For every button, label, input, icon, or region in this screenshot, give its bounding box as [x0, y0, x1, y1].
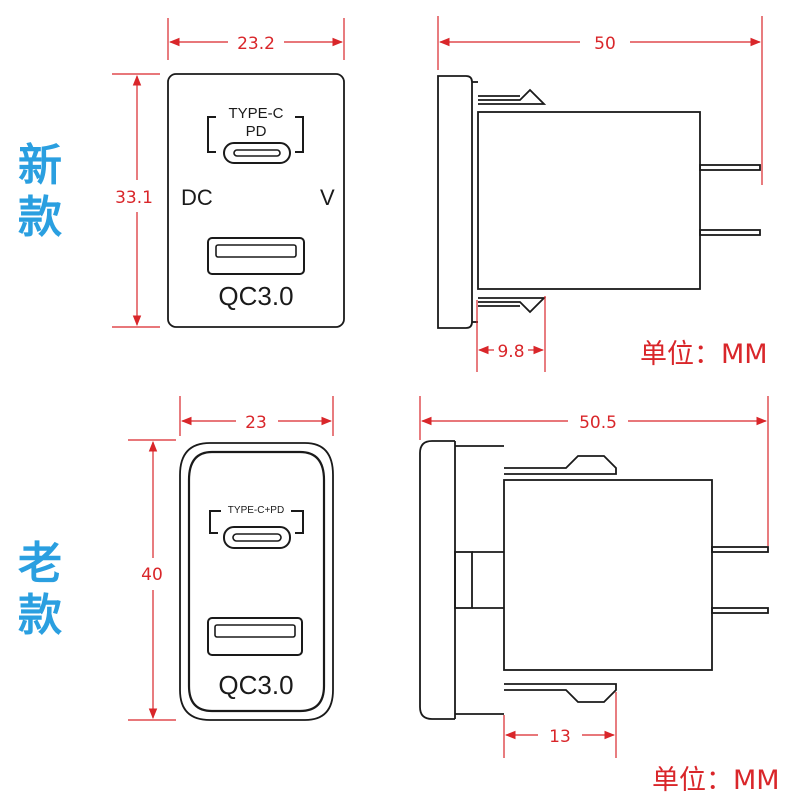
- old-usb-a-port-icon: [207, 617, 303, 656]
- new-side-dimensions: 50 9.8: [437, 16, 763, 372]
- old-typec-pd-label: TYPE-C+PD: [228, 505, 284, 516]
- old-height-dimension: 40: [141, 565, 163, 585]
- old-model-label: 老 款: [18, 538, 62, 641]
- new-usb-c-port-icon: [233, 149, 281, 157]
- new-qc-label: QC3.0: [218, 281, 293, 311]
- new-front-view: TYPE-C PD DC V QC3.0: [167, 73, 345, 328]
- old-unit-label: 单位：MM: [652, 765, 780, 796]
- old-front-dimensions: 23 40: [128, 396, 334, 721]
- old-length-dimension: 50.5: [579, 413, 617, 433]
- old-side-view: [419, 440, 769, 720]
- new-dc-label: DC: [181, 185, 213, 210]
- old-clip-dimension: 13: [549, 727, 571, 747]
- new-usb-a-port-icon: [207, 237, 305, 275]
- new-unit-label: 单位：MM: [640, 339, 768, 370]
- new-length-dimension: 50: [594, 34, 616, 54]
- old-front-view: TYPE-C+PD QC3.0: [179, 442, 334, 721]
- new-width-dimension: 23.2: [237, 34, 275, 54]
- old-qc-label: QC3.0: [218, 670, 293, 700]
- new-model-label: 新 款: [18, 140, 62, 243]
- old-side-dimensions: 50.5 13: [419, 396, 769, 758]
- old-usb-c-port-icon: [232, 533, 282, 542]
- new-side-view: [437, 75, 761, 329]
- new-typec-label: TYPE-C: [228, 105, 283, 122]
- new-height-dimension: 33.1: [115, 188, 153, 208]
- new-pd-label: PD: [246, 123, 267, 140]
- new-v-label: V: [320, 185, 335, 210]
- new-clip-dimension: 9.8: [497, 342, 524, 362]
- new-front-dimensions: 23.2 33.1: [112, 18, 345, 328]
- old-width-dimension: 23: [245, 413, 267, 433]
